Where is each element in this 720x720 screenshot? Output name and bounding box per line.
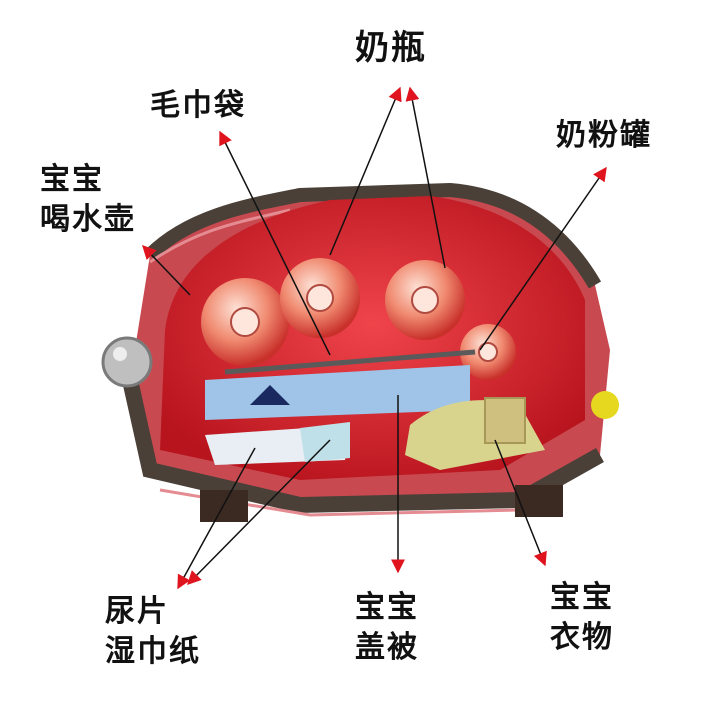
- label-line: 喝水壶: [40, 202, 136, 237]
- label-diaper-wipes: 尿片 湿巾纸: [105, 592, 201, 672]
- baby-bottle: [385, 260, 465, 340]
- label-line: 毛巾袋: [150, 88, 246, 123]
- towel-bag-zipper: [224, 349, 476, 375]
- label-baby-kettle: 宝宝 喝水壶: [40, 160, 136, 240]
- label-line: 宝宝: [40, 162, 104, 197]
- arrow-towel-bag: [219, 130, 331, 356]
- arrow-bottle-right: [405, 86, 446, 269]
- formula-can: [460, 324, 516, 380]
- diaper-wipes: [205, 422, 350, 465]
- label-line: 宝宝: [355, 590, 419, 625]
- arrow-baby-kettle: [142, 244, 191, 296]
- label-formula-can: 奶粉罐: [556, 116, 652, 156]
- baby-bottle: [201, 278, 289, 366]
- arrow-wipes: [187, 439, 331, 585]
- label-line: 尿片: [105, 594, 169, 629]
- label-baby-bottle: 奶瓶: [355, 28, 427, 68]
- label-baby-blanket: 宝宝 盖被: [355, 588, 419, 668]
- arrow-clothes: [494, 439, 547, 567]
- arrow-diaper: [177, 447, 256, 590]
- arrow-formula-can: [479, 166, 607, 351]
- label-line: 湿巾纸: [105, 634, 201, 669]
- baby-blanket: [205, 365, 470, 420]
- baby-bottle: [280, 258, 360, 338]
- annotation-arrows: [142, 86, 607, 590]
- baby-clothes: [405, 397, 545, 470]
- arrow-bottle-left: [329, 86, 402, 256]
- label-line: 奶粉罐: [556, 118, 652, 153]
- baby-kettle: [101, 336, 153, 388]
- label-line: 衣物: [550, 620, 614, 655]
- label-line: 宝宝: [550, 580, 614, 615]
- label-baby-clothes: 宝宝 衣物: [550, 578, 614, 658]
- label-line: 奶瓶: [355, 28, 427, 68]
- flower-toy: [591, 391, 619, 419]
- label-towel-bag: 毛巾袋: [150, 86, 246, 126]
- label-line: 盖被: [355, 630, 419, 665]
